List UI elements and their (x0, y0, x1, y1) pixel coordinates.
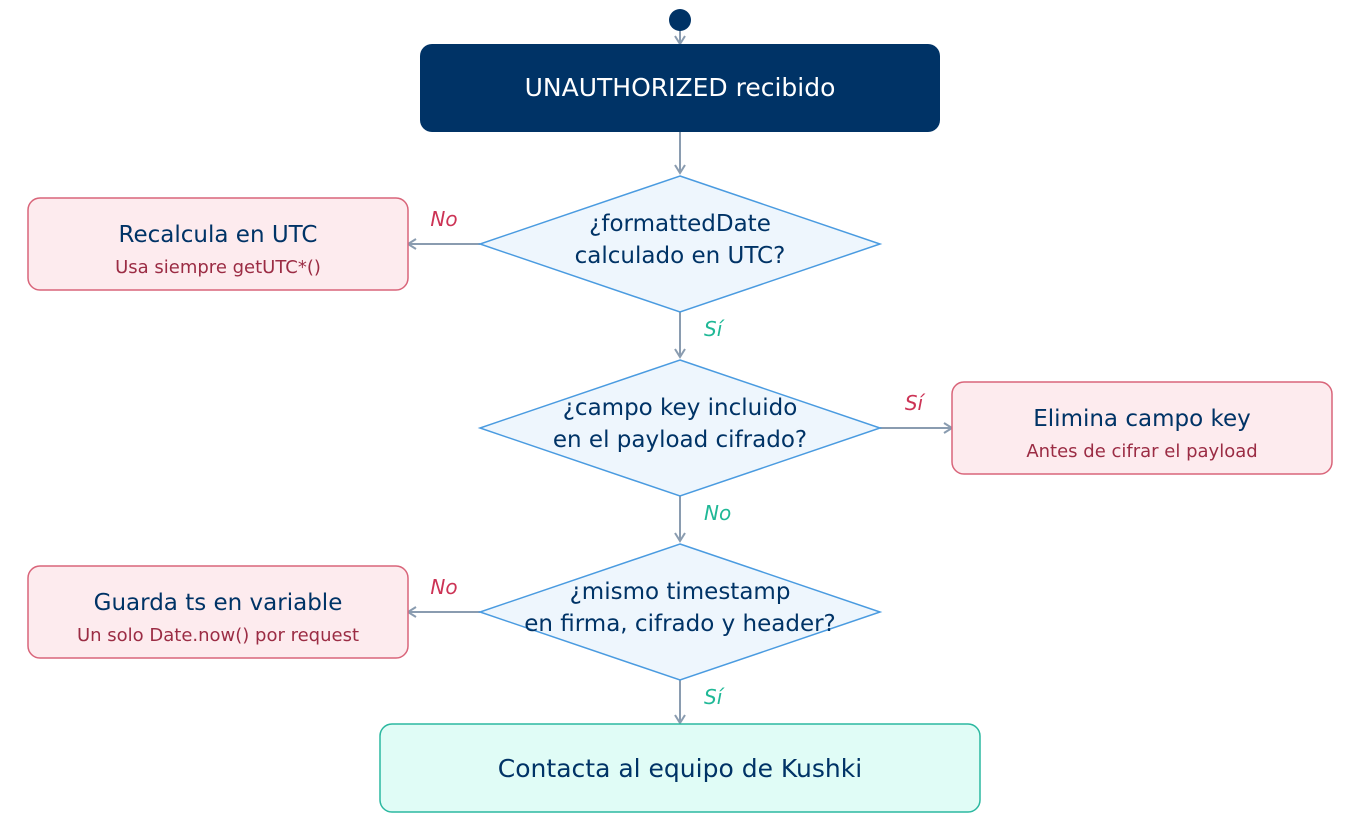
edge-label-d2-no: No (704, 501, 731, 525)
edge-label-d1-yes: Sí (704, 317, 725, 341)
end-box: Contacta al equipo de Kushki (379, 723, 981, 813)
edge-label-d3-yes: Sí (704, 685, 725, 709)
fix-box-timestamp: Guarda ts en variable Un solo Date.now()… (27, 565, 409, 659)
decision-timestamp-line-2: en firma, cifrado y header? (524, 611, 836, 637)
decision-key-field-line-2: en el payload cifrado? (553, 427, 807, 453)
end-box-label: Contacta al equipo de Kushki (498, 754, 862, 783)
fix-box-timestamp-title: Guarda ts en variable (94, 590, 343, 616)
decision-key-field: ¿campo key incluido en el payload cifrad… (477, 359, 883, 497)
fix-box-key-title: Elimina campo key (1033, 406, 1250, 432)
edge-labels: No Sí Sí No No Sí (430, 207, 925, 709)
decision-key-field-line-1: ¿campo key incluido (563, 395, 798, 421)
edges (406, 30, 954, 725)
fix-box-utc: Recalcula en UTC Usa siempre getUTC*() (27, 197, 409, 291)
start-box: UNAUTHORIZED recibido (420, 44, 940, 132)
start-node (669, 9, 691, 31)
start-box-label: UNAUTHORIZED recibido (525, 73, 836, 102)
fix-box-key: Elimina campo key Antes de cifrar el pay… (951, 381, 1333, 475)
decision-utc-line-2: calculado en UTC? (575, 243, 786, 269)
decision-utc-line-1: ¿formattedDate (589, 211, 771, 237)
edge-label-d2-yes: Sí (905, 391, 926, 415)
decision-utc: ¿formattedDate calculado en UTC? (477, 175, 883, 313)
decision-timestamp: ¿mismo timestamp en firma, cifrado y hea… (477, 543, 883, 681)
decision-timestamp-line-1: ¿mismo timestamp (570, 579, 791, 605)
edge-label-d1-no: No (430, 207, 457, 231)
fix-box-timestamp-subtitle: Un solo Date.now() por request (77, 625, 359, 646)
edge-label-d3-no: No (430, 575, 457, 599)
fix-box-key-subtitle: Antes de cifrar el payload (1026, 441, 1257, 462)
fix-box-utc-subtitle: Usa siempre getUTC*() (115, 257, 321, 278)
fix-box-utc-title: Recalcula en UTC (119, 222, 318, 248)
